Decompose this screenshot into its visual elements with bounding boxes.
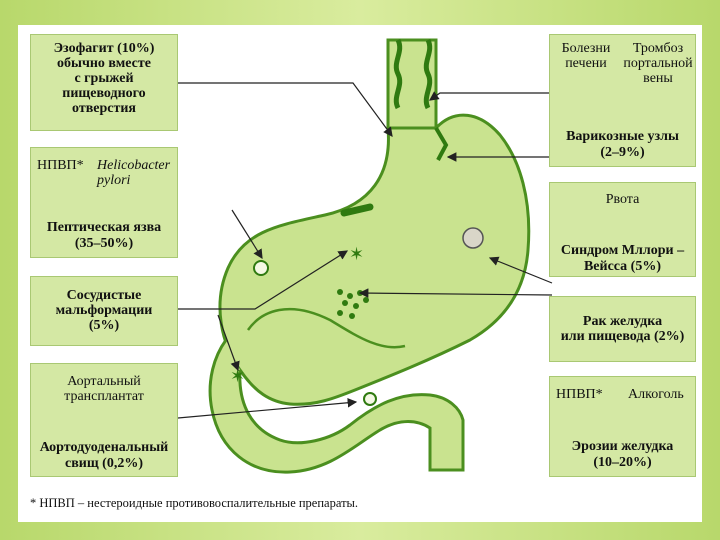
erosions-title: Эрозии желудка [571, 439, 674, 454]
aortic-title: Аортодуоденальный [39, 440, 169, 455]
cause-liver: Болезни [561, 41, 611, 56]
cause-helicobacter: Helicobacter pylori [97, 158, 171, 188]
peptic-ulcer-box: НПВП* Helicobacter pylori Пептическая яз… [30, 147, 178, 258]
cause-thrombosis: портальной [623, 56, 693, 71]
cause-liver: печени [565, 56, 607, 71]
cancer-title: Рак желудка [582, 314, 663, 329]
stomach [218, 113, 531, 406]
cause-thrombosis: вены [643, 71, 673, 86]
cause-aortic-graft: Аортальный трансплантат [64, 374, 144, 404]
aortic-box: Аортальный трансплантат Аортодуоденальны… [30, 363, 178, 477]
esophagitis-mark [340, 203, 374, 217]
esophagitis-text: с грыжей [74, 71, 134, 86]
vascular-title: мальформации [55, 303, 153, 318]
cause-thrombosis: Тромбоз [632, 41, 684, 56]
varices-percent: (2–9%) [600, 145, 645, 160]
erosions-percent: (10–20%) [593, 455, 652, 470]
tumor-mark [462, 227, 484, 249]
aortic-title: свищ (0,2%) [65, 456, 143, 471]
mallory-weiss-box: Рвота Синдром Мллори – Вейсса (5%) [549, 182, 696, 277]
varices-mark [393, 38, 403, 110]
duodenum [208, 339, 465, 474]
peptic-ulcer-percent: (35–50%) [74, 236, 134, 251]
ulcer-mark [253, 260, 269, 276]
esophagitis-text: пищеводного [62, 86, 146, 101]
esophagitis-box: Эзофагит (10%) обычно вместе с грыжей пи… [30, 34, 178, 131]
esophagitis-text: обычно вместе [57, 56, 151, 71]
cause-nsaid: НПВП* [37, 158, 84, 173]
esophagitis-title: Эзофагит (10%) [53, 41, 155, 56]
cause-vomiting: Рвота [605, 192, 640, 207]
cancer-title: или пищевода (2%) [560, 329, 685, 344]
cause-nsaid: НПВП* [556, 387, 603, 402]
cause-alcohol: Алкоголь [628, 387, 684, 402]
esophagitis-text: отверстия [72, 101, 136, 116]
vascular-title: Сосудистые [66, 288, 142, 303]
vascular-box: Сосудистые мальформации (5%) [30, 276, 178, 346]
varices-box: Болезни печени Тромбоз портальной вены В… [549, 34, 696, 167]
vascular-percent: (5%) [88, 318, 120, 333]
vascular-mark: ✶ [349, 244, 364, 264]
erosions-box: НПВП* Алкоголь Эрозии желудка (10–20%) [549, 376, 696, 477]
tear-mark [434, 126, 449, 161]
cancer-box: Рак желудка или пищевода (2%) [549, 296, 696, 362]
mallory-weiss-title: Вейсса (5%) [583, 259, 662, 274]
varices-title: Варикозные узлы [566, 129, 679, 144]
footnote: * НПВП – нестероидные противовоспалитель… [30, 496, 359, 510]
pointer-arrows [177, 82, 553, 419]
fistula-mark [363, 392, 377, 406]
peptic-ulcer-title: Пептическая язва [46, 220, 162, 235]
mallory-weiss-title: Синдром Мллори – [560, 243, 685, 258]
